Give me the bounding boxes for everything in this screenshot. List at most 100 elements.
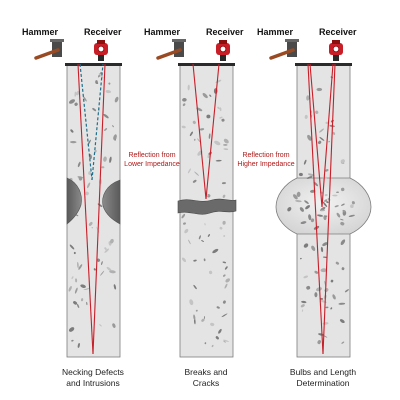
- aggregate-speck: [317, 140, 322, 145]
- aggregate-speck: [105, 90, 112, 94]
- aggregate-speck: [113, 284, 117, 290]
- pile-break: Reflection from Lower Impedance: [124, 63, 237, 358]
- aggregate-speck: [76, 303, 80, 308]
- aggregate-speck: [322, 242, 329, 247]
- aggregate-speck: [324, 215, 328, 218]
- aggregate-speck: [332, 131, 336, 135]
- aggregate-speck: [100, 270, 105, 276]
- aggregate-speck: [111, 125, 115, 128]
- aggregate-speck: [70, 140, 77, 144]
- reflection-label-line1: Reflection from: [242, 152, 289, 159]
- aggregate-speck: [112, 323, 116, 328]
- aggregate-speck: [204, 342, 207, 345]
- aggregate-speck: [300, 304, 305, 308]
- aggregate-speck: [308, 214, 312, 221]
- aggregate-speck: [113, 134, 117, 141]
- aggregate-speck: [330, 279, 334, 283]
- caption-bulb-line2: Determination: [297, 378, 350, 388]
- aggregate-speck: [303, 275, 308, 279]
- aggregate-speck: [86, 182, 91, 189]
- aggregate-speck: [221, 118, 225, 122]
- aggregate-speck: [207, 154, 210, 159]
- wave-path-red: [192, 63, 207, 200]
- aggregate-speck: [303, 243, 309, 248]
- aggregate-speck: [74, 91, 77, 97]
- aggregate-speck: [208, 270, 213, 275]
- aggregate-speck: [106, 266, 112, 271]
- aggregate-speck: [207, 234, 210, 237]
- aggregate-speck: [222, 220, 226, 225]
- caption-break-line2: Cracks: [193, 378, 219, 388]
- wave-path-red: [205, 63, 220, 200]
- aggregate-speck: [330, 307, 333, 310]
- aggregate-speck: [222, 300, 226, 304]
- aggregate-speck: [101, 166, 105, 169]
- aggregate-speck: [307, 134, 312, 141]
- aggregate-speck: [215, 159, 222, 162]
- aggregate-speck: [341, 203, 345, 206]
- aggregate-speck: [299, 207, 304, 212]
- receiver-label: Receiver: [84, 27, 122, 37]
- necking-defect-left: [66, 177, 82, 225]
- necking-defect-right: [102, 179, 121, 225]
- aggregate-speck: [224, 266, 228, 270]
- aggregate-speck: [195, 309, 198, 312]
- wave-path-red: [322, 63, 336, 355]
- aggregate-speck: [183, 222, 186, 225]
- aggregate-speck: [223, 138, 229, 144]
- aggregate-speck: [74, 102, 78, 106]
- aggregate-speck: [304, 200, 309, 204]
- aggregate-speck: [85, 191, 89, 196]
- hammer-label: Hammer: [144, 27, 181, 37]
- aggregate-speck: [187, 168, 191, 174]
- aggregate-speck: [71, 276, 74, 280]
- aggregate-speck: [80, 284, 86, 288]
- caption-necking-line1: Necking Defects: [62, 367, 124, 377]
- aggregate-speck: [301, 300, 307, 304]
- aggregate-speck: [187, 84, 190, 91]
- aggregate-speck: [77, 261, 79, 269]
- aggregate-speck: [325, 169, 329, 172]
- toolset-1: Hammer Receiver: [22, 27, 122, 61]
- aggregate-speck: [188, 239, 191, 245]
- crack-defect: [177, 198, 237, 215]
- aggregate-speck: [223, 339, 229, 342]
- aggregate-speck: [103, 114, 109, 119]
- reflection-label-line1: Reflection from: [128, 152, 175, 159]
- receiver-icon: [329, 40, 343, 61]
- aggregate-speck: [218, 328, 222, 334]
- hammer-icon: [34, 39, 64, 60]
- aggregate-speck: [322, 201, 328, 208]
- aggregate-speck: [189, 299, 194, 306]
- aggregate-speck: [303, 159, 307, 165]
- aggregate-speck: [86, 301, 88, 306]
- aggregate-speck: [316, 214, 324, 217]
- aggregate-speck: [340, 221, 345, 226]
- aggregate-speck: [320, 246, 324, 253]
- aggregate-speck: [192, 120, 196, 125]
- aggregate-speck: [223, 144, 228, 146]
- aggregate-speck: [201, 318, 205, 322]
- caption-necking-line2: and Intrusions: [66, 378, 119, 388]
- aggregate-speck: [221, 182, 227, 185]
- aggregate-speck: [109, 238, 114, 244]
- aggregate-speck: [300, 221, 307, 225]
- aggregate-speck: [75, 90, 80, 96]
- aggregate-speck: [77, 161, 81, 168]
- aggregate-speck: [181, 213, 186, 219]
- concrete-aggregate: [181, 79, 231, 348]
- aggregate-speck: [203, 258, 206, 262]
- aggregate-speck: [194, 138, 196, 141]
- hammer-label: Hammer: [257, 27, 294, 37]
- pile-cap: [65, 63, 122, 66]
- aggregate-speck: [73, 301, 78, 305]
- aggregate-speck: [208, 133, 211, 139]
- aggregate-speck: [215, 336, 219, 340]
- bulb-aggregate: [287, 189, 355, 223]
- aggregate-speck: [293, 194, 298, 200]
- aggregate-speck: [339, 319, 345, 324]
- aggregate-speck: [344, 289, 349, 293]
- aggregate-speck: [350, 204, 354, 208]
- aggregate-speck: [311, 245, 316, 251]
